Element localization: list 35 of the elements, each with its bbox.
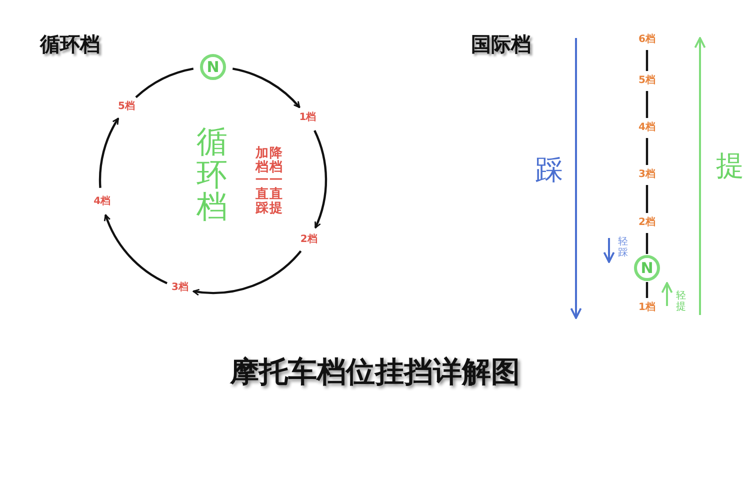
- direction-label: 踩: [535, 156, 563, 184]
- connector-line: [646, 91, 648, 118]
- arrow: [99, 118, 120, 188]
- neutral-circle: N: [200, 54, 226, 80]
- connector-line: [646, 282, 648, 298]
- connector-line: [646, 50, 648, 71]
- gear-label: 2档: [638, 217, 656, 229]
- gear-label: 1档: [638, 302, 656, 314]
- direction-label: 轻踩: [618, 238, 628, 258]
- connector-line: [646, 233, 648, 254]
- gear-label: 4档: [92, 196, 112, 208]
- center-label: 循环档: [196, 126, 228, 224]
- arrow: [314, 130, 327, 228]
- title: 摩托车档位挂挡详解图: [230, 358, 520, 386]
- gear-label: 2档: [299, 234, 318, 246]
- direction-label: 轻提: [676, 292, 686, 312]
- arrow: [104, 214, 168, 284]
- gear-label: 3档: [170, 282, 190, 294]
- section-heading: 国际档: [471, 34, 531, 54]
- connector-line: [135, 68, 194, 98]
- connector-line: [646, 138, 648, 165]
- note-text: 降档一直提: [270, 146, 282, 216]
- gear-label: 4档: [638, 122, 656, 134]
- gear-label: 3档: [638, 169, 656, 181]
- direction-label: 提: [716, 152, 744, 180]
- gear-label: 6档: [638, 34, 656, 46]
- connector-line: [646, 185, 648, 213]
- neutral-circle: N: [634, 255, 660, 281]
- note-text: 加档一直踩: [256, 146, 268, 216]
- arrow: [232, 68, 300, 108]
- arrow: [192, 250, 302, 296]
- gear-label: 5档: [116, 101, 136, 114]
- section-heading: 循环档: [40, 34, 100, 54]
- gear-label: 5档: [638, 75, 656, 87]
- gear-label: 1档: [298, 112, 318, 124]
